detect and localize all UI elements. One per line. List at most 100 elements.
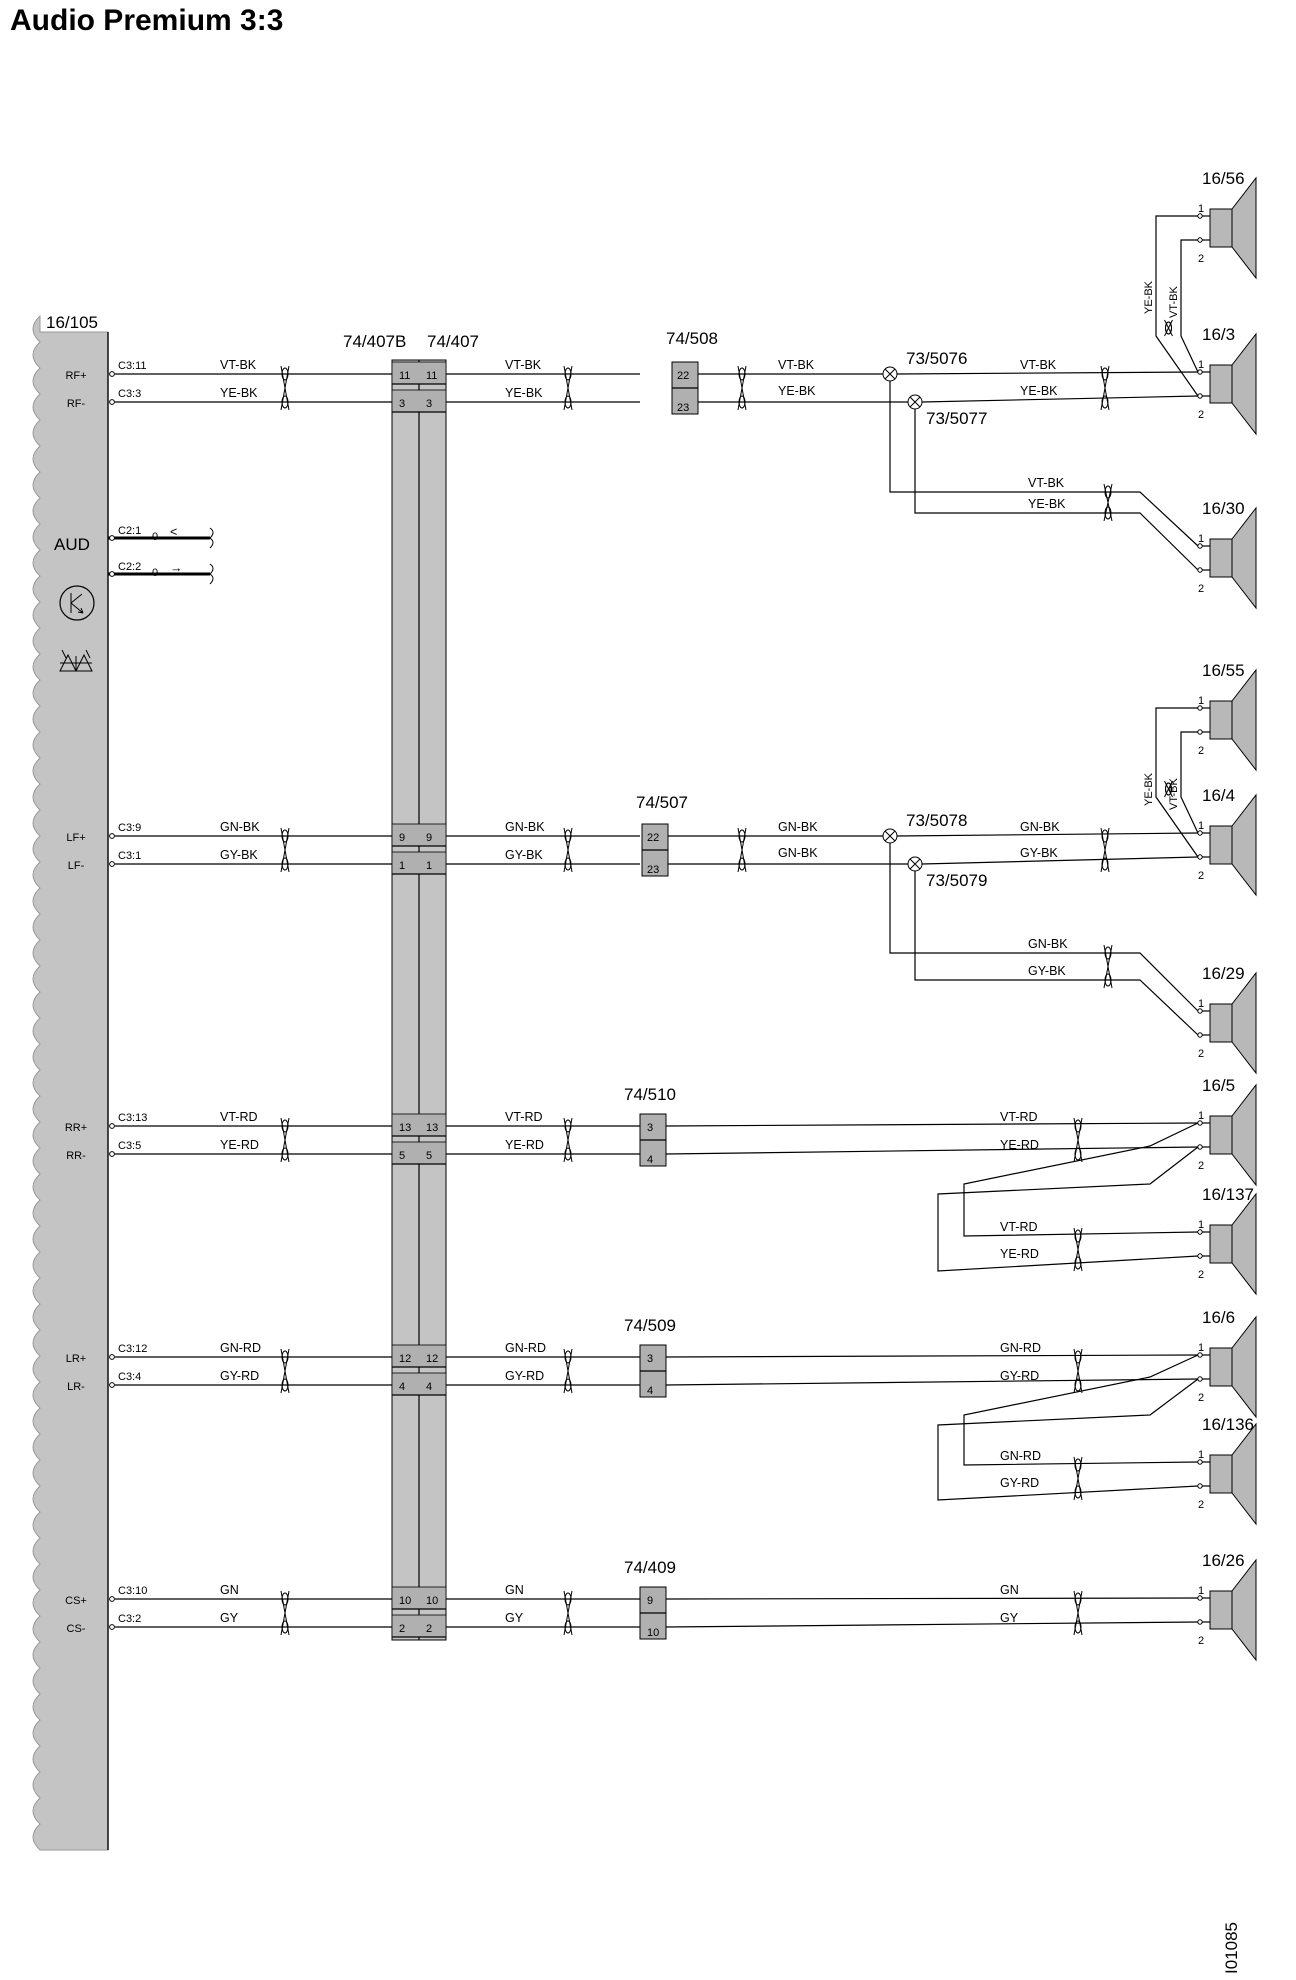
twist-stroke xyxy=(737,827,747,873)
inline-connector-pin: 10 xyxy=(647,1627,659,1639)
terminal-label: CS- xyxy=(67,1623,86,1635)
speaker-magnet xyxy=(1209,700,1233,740)
inline-connector-pin: 3 xyxy=(647,1353,653,1365)
connector-74-407b-id: 74/407B xyxy=(343,332,406,351)
wire xyxy=(1155,215,1199,397)
twisted-pair-mark xyxy=(1073,1117,1083,1163)
wire-color-label: YE-BK xyxy=(1028,497,1066,511)
speaker-symbol xyxy=(1197,506,1257,610)
connector-a-pin: 11 xyxy=(399,370,410,382)
twist-loop xyxy=(564,395,572,409)
speaker-pin-label: 1 xyxy=(1198,820,1204,832)
twisted-pair-mark xyxy=(1073,1590,1083,1636)
wire-color-label: GY-BK xyxy=(1028,964,1066,978)
splice-point xyxy=(907,394,923,410)
speaker-pin-label: 1 xyxy=(1198,533,1204,545)
twist-loop xyxy=(564,857,572,871)
twist-loop xyxy=(281,395,289,409)
terminal-dot xyxy=(109,1123,115,1129)
twisted-pair-mark xyxy=(1100,827,1110,873)
speaker-terminal xyxy=(1197,1483,1203,1489)
speaker-terminal xyxy=(1197,1619,1203,1625)
wire-color-label: YE-RD xyxy=(505,1138,544,1152)
wire-color-label: GN-RD xyxy=(505,1341,546,1355)
wire-color-label: GN-BK xyxy=(778,846,818,860)
terminal-label: LR+ xyxy=(66,1353,87,1365)
terminal-pin-label: C3:12 xyxy=(118,1343,147,1355)
twist-loop xyxy=(1104,485,1112,499)
speaker-magnet xyxy=(1209,1347,1233,1387)
wire xyxy=(889,843,1199,1012)
twist-stroke xyxy=(563,1590,573,1636)
wire xyxy=(921,395,1199,403)
twist-loop xyxy=(1074,1256,1082,1270)
twisted-pair-mark xyxy=(1103,483,1113,522)
wire xyxy=(1180,239,1199,373)
wire-color-label: GY-BK xyxy=(220,848,258,862)
twist-stroke xyxy=(1100,365,1110,411)
speaker-id: 16/137 xyxy=(1202,1185,1254,1204)
connector-b-pin: 1 xyxy=(426,860,432,872)
wire-color-label: VT-BK xyxy=(1020,358,1057,372)
speaker-magnet xyxy=(1209,364,1233,404)
twist-loop xyxy=(1101,367,1109,381)
twist-loop xyxy=(564,1350,572,1364)
speaker-magnet xyxy=(1209,1003,1233,1043)
twist-loop xyxy=(281,1620,289,1634)
twist-loop xyxy=(281,829,289,843)
terminal-dot xyxy=(109,1382,115,1388)
wire xyxy=(963,1354,1199,1466)
connector-b-pin: 9 xyxy=(426,832,432,844)
terminal-label: CS+ xyxy=(65,1595,87,1607)
twist-loop xyxy=(281,367,289,381)
splice-cross xyxy=(909,858,921,870)
speaker-pin-label: 1 xyxy=(1198,695,1204,707)
speaker-terminal xyxy=(1197,729,1203,735)
twist-loop xyxy=(738,395,746,409)
twist-loop xyxy=(281,1592,289,1606)
terminal-label: RR- xyxy=(66,1150,86,1162)
twist-loop xyxy=(1101,829,1109,843)
connector-b-pin: 11 xyxy=(426,370,437,382)
wire-color-label: VT-BK xyxy=(778,358,815,372)
connector-a-pin: 1 xyxy=(399,860,405,872)
splice-cross xyxy=(884,368,896,380)
wire-color-label: GN-BK xyxy=(220,820,260,834)
twist-stroke xyxy=(1100,827,1110,873)
terminal-dot xyxy=(109,1596,115,1602)
twisted-pair-mark xyxy=(1100,365,1110,411)
wire xyxy=(914,409,1199,571)
speaker-cone xyxy=(1231,1083,1257,1187)
inline-connector-id: 74/510 xyxy=(624,1085,676,1104)
speaker-symbol xyxy=(1197,793,1257,897)
twist-loop xyxy=(564,1620,572,1634)
wire-color-label: GY xyxy=(220,1611,239,1625)
speaker-pin-label: 1 xyxy=(1198,1585,1204,1597)
twist-loop xyxy=(1074,1229,1082,1243)
diode-glyph xyxy=(59,649,93,672)
speaker-pin-label: 2 xyxy=(1198,1392,1204,1404)
twist-stroke xyxy=(563,365,573,411)
terminal-pin-label: C3:4 xyxy=(118,1371,141,1383)
terminal-pin-label: C3:10 xyxy=(118,1585,147,1597)
twist-loop xyxy=(1074,1592,1082,1606)
terminal-dot xyxy=(109,861,115,867)
speaker-cone xyxy=(1231,332,1257,436)
control-unit-body xyxy=(32,314,109,1851)
twist-loop xyxy=(281,857,289,871)
speaker-magnet xyxy=(1209,1115,1233,1155)
wire-color-label: GY-BK xyxy=(1020,846,1058,860)
speaker-id: 16/29 xyxy=(1202,964,1245,983)
speaker-id: 16/56 xyxy=(1202,169,1245,188)
speaker-pin-label: 1 xyxy=(1198,1110,1204,1122)
splice-cross xyxy=(909,396,921,408)
cable-break xyxy=(209,527,214,549)
wire xyxy=(889,381,1199,547)
connector-b-pin: 5 xyxy=(426,1150,432,1162)
terminal-dot xyxy=(109,399,115,405)
twist-stroke xyxy=(563,1117,573,1163)
wire-color-label: VT-BK xyxy=(220,358,257,372)
speaker-cone xyxy=(1231,506,1257,610)
wire-color-label: VT-BK xyxy=(1028,476,1065,490)
